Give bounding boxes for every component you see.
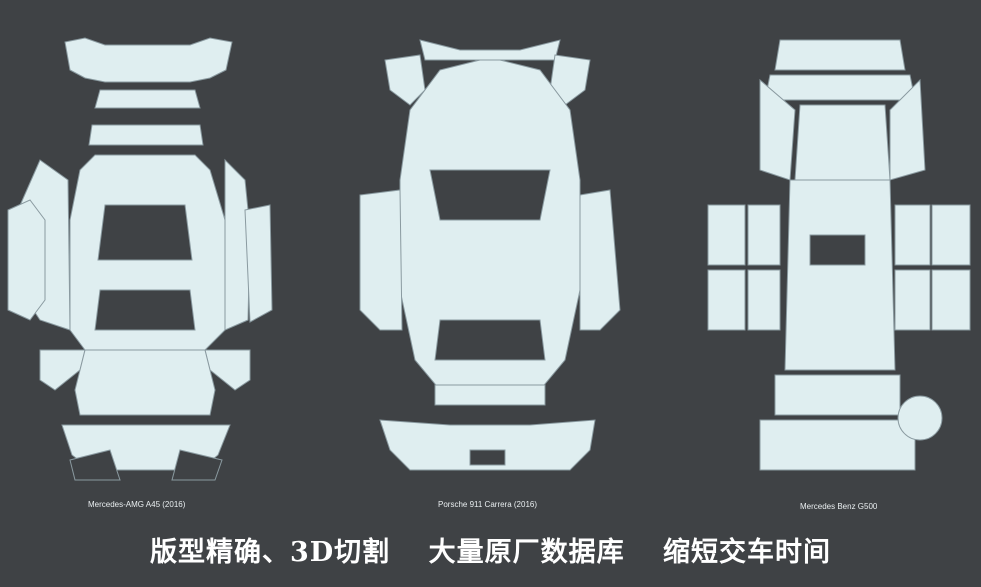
model-label-porsche-911: Porsche 911 Carrera (2016): [438, 500, 538, 509]
pattern-porsche-911-carrera: [340, 30, 630, 480]
pattern-mercedes-benz-g500: [700, 30, 980, 480]
caption-precise-cutting: 版型精确、3D切割: [149, 537, 391, 568]
model-label-g500: Mercedes Benz G500: [800, 502, 878, 511]
feature-caption: 版型精确、3D切割 大量原厂数据库 缩短交车时间: [0, 530, 981, 569]
pattern-mercedes-amg-a45: [0, 30, 290, 495]
caption-oem-database: 大量原厂数据库: [428, 537, 625, 568]
caption-shorter-delivery: 缩短交车时间: [663, 537, 831, 568]
model-label-amg-a45: Mercedes-AMG A45 (2016): [88, 500, 186, 509]
